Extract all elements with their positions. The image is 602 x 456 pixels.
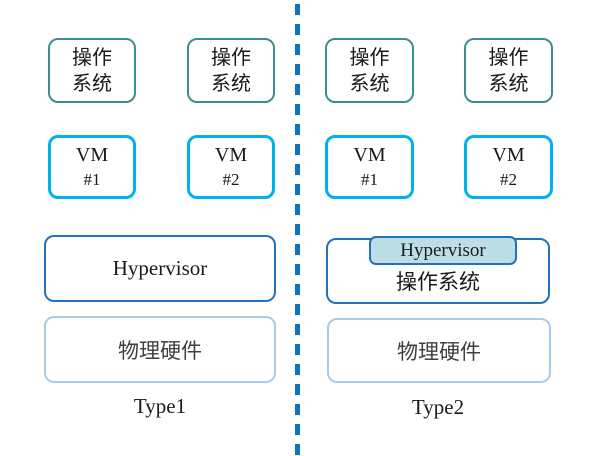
- guest-os-label-line1: 操作: [349, 46, 390, 69]
- physical-hardware-box: 物理硬件: [327, 318, 551, 383]
- host-os-label: 操作系统: [396, 270, 480, 294]
- dashed-divider-line: [295, 4, 300, 456]
- physical-hardware-label: 物理硬件: [397, 339, 481, 364]
- type2-label: Type2: [411, 395, 465, 419]
- guest-os-label-line1: 操作: [72, 46, 112, 69]
- physical-hardware-label: 物理硬件: [118, 338, 202, 363]
- guest-os-label-line2: 系统: [488, 72, 529, 95]
- hypervisor-label: Hypervisor: [112, 256, 208, 280]
- type1-label: Type1: [133, 394, 187, 418]
- guest-os-box: 操作 系统: [48, 38, 136, 103]
- guest-os-label-line1: 操作: [211, 46, 251, 69]
- guest-os-box: 操作 系统: [187, 38, 275, 103]
- vm-number: #1: [361, 170, 378, 189]
- vm-number: #1: [83, 170, 101, 189]
- vm-label: VM: [214, 144, 248, 166]
- guest-os-label-line2: 系统: [211, 72, 251, 95]
- vm-box: VM #2: [187, 135, 275, 199]
- guest-os-label-line1: 操作: [488, 46, 529, 69]
- guest-os-box: 操作 系统: [464, 38, 553, 103]
- hypervisor-chip-label: Hypervisor: [400, 239, 486, 261]
- guest-os-label-line2: 系统: [72, 72, 112, 95]
- hypervisor-box: Hypervisor: [44, 235, 276, 302]
- hypervisor-chip: Hypervisor: [369, 236, 517, 265]
- vm-box: VM #1: [325, 135, 414, 199]
- vm-box: VM #2: [464, 135, 553, 199]
- physical-hardware-box: 物理硬件: [44, 316, 276, 383]
- vm-label: VM: [492, 144, 525, 166]
- vm-number: #2: [500, 170, 517, 189]
- guest-os-box: 操作 系统: [325, 38, 414, 103]
- vm-number: #2: [222, 170, 240, 189]
- guest-os-label-line2: 系统: [349, 72, 390, 95]
- vm-label: VM: [75, 144, 109, 166]
- vm-box: VM #1: [48, 135, 136, 199]
- vm-label: VM: [353, 144, 386, 166]
